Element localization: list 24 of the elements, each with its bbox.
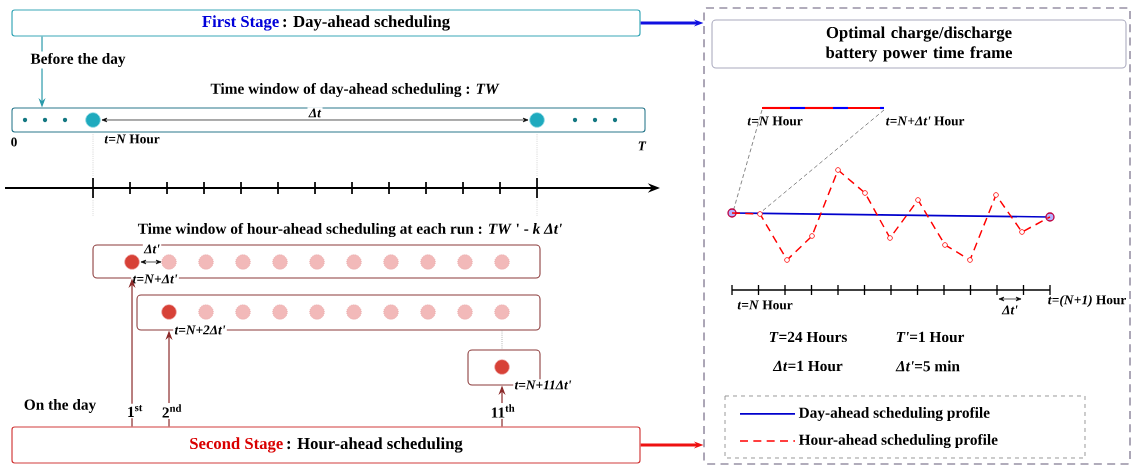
legend-item: Hour-ahead scheduling profile xyxy=(739,433,998,449)
dimension-label: Δt' xyxy=(1001,305,1018,315)
parameter-label: T=24 Hours xyxy=(769,331,847,343)
axis-label: t=N Hour xyxy=(747,116,803,126)
panel-box xyxy=(703,7,1131,465)
edge-label: 2$^{nd}$ xyxy=(160,403,184,419)
stage-box: Second Stage : Hour-ahead scheduling xyxy=(11,426,641,464)
stage-box: First Stage : Day-ahead scheduling xyxy=(11,9,641,37)
dimension-label: Δt' xyxy=(142,243,162,255)
node-label: Time window of day-ahead scheduling : TW xyxy=(210,82,500,98)
parameter-label: Δt=1 Hour xyxy=(772,360,843,372)
edge-label: 11$^{th}$ xyxy=(489,403,517,419)
axis-label: t=N+Δt' Hour xyxy=(886,116,965,126)
title-box: Optimal charge/discharge battery power time frame xyxy=(711,19,1127,69)
time-window-box: t=N+2Δt' xyxy=(136,294,541,336)
dimension-label: Δt xyxy=(307,107,323,119)
edge-label: Before the day xyxy=(29,51,127,69)
axis-label: t=N Hour xyxy=(737,300,793,310)
edge-label: 1$^{st}$ xyxy=(125,403,145,419)
legend-item: Day-ahead scheduling profile xyxy=(739,406,990,422)
parameter-label: Δt'=5 min xyxy=(895,360,960,372)
axis-label: t=(N+1) Hour xyxy=(1048,294,1126,308)
parameter-label: T'=1 Hour xyxy=(896,331,965,343)
annotation: On the day xyxy=(24,399,97,413)
